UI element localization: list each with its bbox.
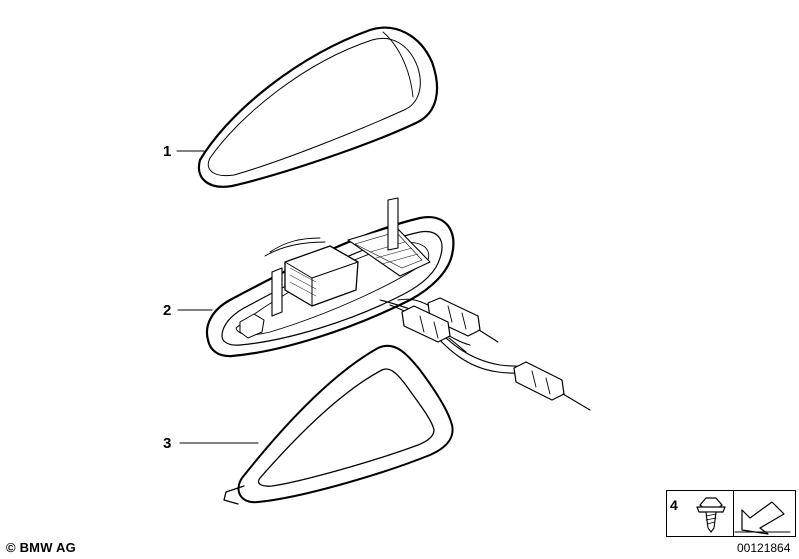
callout-2: 2 <box>163 302 172 319</box>
antenna-cover-part <box>197 26 439 188</box>
callout-1: 1 <box>163 143 172 160</box>
antenna-base-part <box>205 197 455 358</box>
part-box <box>666 490 796 537</box>
callout-4: 4 <box>670 497 678 513</box>
part-box-divider <box>733 491 734 536</box>
copyright-label: © BMW AG <box>6 540 76 555</box>
connector-c <box>513 361 591 411</box>
arrow-direction-icon <box>734 501 791 535</box>
connector-b <box>401 305 467 353</box>
diagram-number: 00121864 <box>737 541 791 555</box>
seal-gasket-part <box>223 344 454 505</box>
callout-3: 3 <box>163 435 172 452</box>
screw-icon <box>696 497 726 533</box>
